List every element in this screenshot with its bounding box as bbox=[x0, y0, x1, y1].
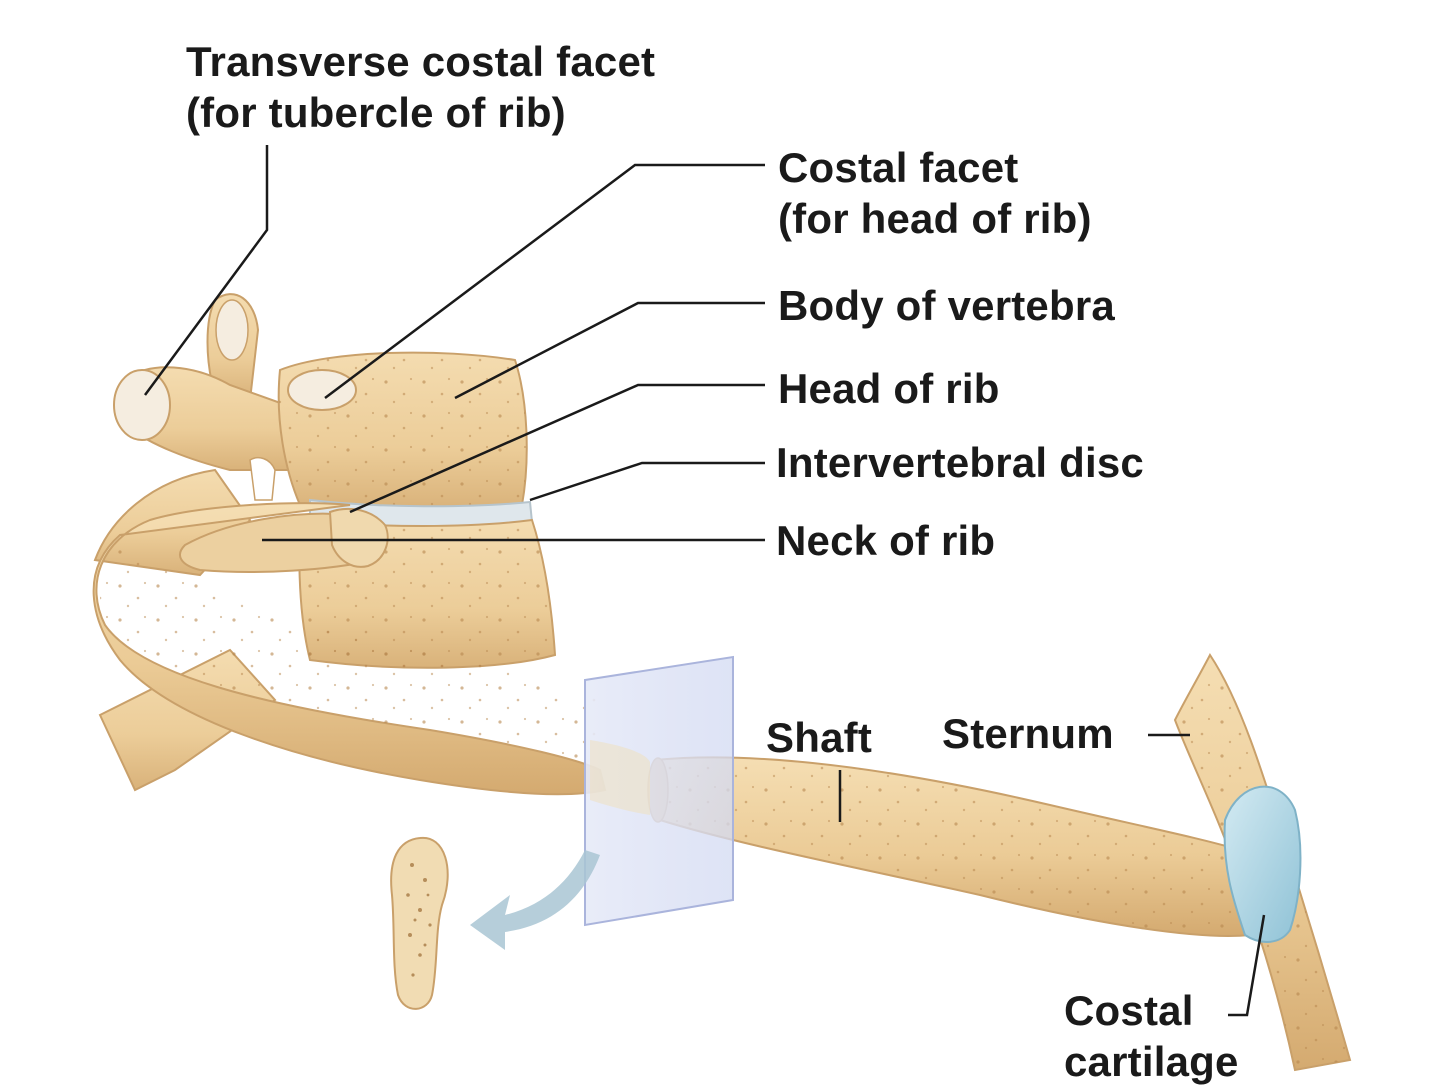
label-head-of-rib: Head of rib bbox=[778, 365, 1000, 412]
label-costal-facet-line2: (for head of rib) bbox=[778, 195, 1092, 242]
leader-intervertebral-disc bbox=[529, 461, 765, 502]
leader-head-of-rib bbox=[349, 383, 765, 514]
rib-shape bbox=[92, 502, 1252, 937]
costal-cartilage-shape bbox=[1223, 785, 1302, 943]
superior-articular-process bbox=[206, 293, 260, 402]
label-intervertebral-disc: Intervertebral disc bbox=[776, 439, 1144, 486]
label-costal-cartilage-line2: cartilage bbox=[1064, 1038, 1239, 1085]
label-shaft: Shaft bbox=[766, 714, 872, 761]
label-costal-cartilage-line1: Costal bbox=[1064, 987, 1194, 1034]
leader-lines bbox=[143, 145, 1266, 1017]
leader-transverse-costal-facet bbox=[143, 145, 269, 396]
section-plane bbox=[584, 655, 734, 927]
leader-costal-facet bbox=[324, 163, 765, 399]
label-transverse-costal-facet-line1: Transverse costal facet bbox=[186, 38, 656, 85]
label-costal-facet: Costal facet (for head of rib) bbox=[778, 142, 1092, 244]
label-body-of-vertebra: Body of vertebra bbox=[778, 282, 1115, 329]
label-transverse-costal-facet-line2: (for tubercle of rib) bbox=[186, 89, 566, 136]
leader-body-of-vertebra bbox=[454, 301, 765, 400]
cross-section-arrow bbox=[470, 850, 600, 950]
leader-costal-cartilage bbox=[1228, 914, 1266, 1017]
rib-cross-section bbox=[390, 836, 449, 1010]
label-sternum: Sternum bbox=[942, 710, 1114, 757]
label-neck-of-rib: Neck of rib bbox=[776, 517, 996, 564]
label-costal-facet-line1: Costal facet bbox=[778, 144, 1019, 191]
label-transverse-costal-facet: Transverse costal facet (for tubercle of… bbox=[186, 36, 655, 138]
label-costal-cartilage: Costal cartilage bbox=[1064, 985, 1239, 1087]
transverse-process bbox=[113, 366, 301, 471]
upper-vertebral-body bbox=[249, 351, 528, 512]
